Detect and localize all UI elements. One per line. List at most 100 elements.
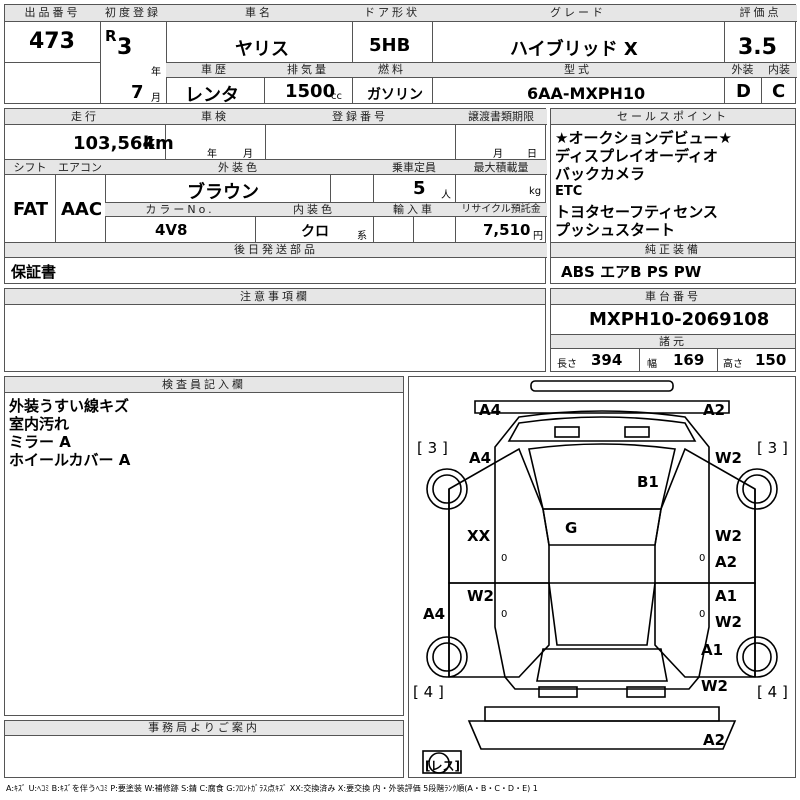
history-label: 車歴 [166,63,264,78]
damage-mark: W2 [715,527,742,545]
damage-mark: A1 [701,641,724,659]
inspector-section: 検査員記入欄 外装うすい線キズ 室内汚れ ミラー A ホイールカバー A [4,376,404,716]
intcolor-unit: 系 [357,231,367,242]
later-parts: 保証書 [11,263,57,281]
recycle-fee: 7,510 [483,221,531,239]
office-label: 事務局よりご案内 [5,721,403,736]
car-name: ヤリス [235,39,289,60]
score: 3.5 [738,35,777,60]
damage-mark: W2 [715,613,742,631]
length: 394 [591,351,623,369]
door-type: 5HB [369,35,411,56]
ext-grade: D [736,81,751,102]
intcolor-label: 内装色 [255,203,373,217]
exterior-color: ブラウン [187,182,259,203]
damage-mark: A2 [703,401,726,419]
model-code: 6AA-MXPH10 [527,84,646,103]
height-label: 高さ [723,359,743,370]
chassis-section: 車台番号 MXPH10-2069108 諸元 長さ 394 幅 169 高さ 1… [550,288,796,372]
damage-mark: A2 [715,553,738,571]
spare-mark: [レス] [425,759,460,773]
capacity: 5 [413,178,426,199]
tire-mark-rr: [ 4 ] [757,683,788,701]
reg-month: 7 [131,82,144,103]
office-section: 事務局よりご案内 [4,720,404,778]
capacity-label: 乗車定員 [373,160,455,175]
vehicle-info-section: 走行 車検 登録番号 譲渡書類期限 103,564 km 年 月 月 日 シフト… [4,108,547,284]
transfer-label: 譲渡書類期限 [455,109,547,125]
mileage-unit: km [143,133,174,154]
shift-label: シフト [5,160,55,175]
header-section: 出品番号 473 初度登録 R 3 年 7 月 車名 ヤリス ドア形状 5HB … [4,4,797,106]
later-parts-label: 後日発送部品 [5,243,547,258]
history: レンタ [185,85,239,106]
sales-item: ★オークションデビュー★ [555,129,732,147]
interior-color: クロ [301,224,329,240]
reg-year: 3 [117,35,133,60]
reg-label: 初度登録 [100,5,166,22]
equip-label: 純正装備 [551,243,795,258]
tire-mark-fl: [ 3 ] [417,439,448,457]
inspect-year: 年 [207,149,217,160]
recycle-label: リサイクル預託金 [455,203,547,217]
import-label: 輸入車 [373,203,455,217]
damage-mark: W2 [467,587,494,605]
length-label: 長さ [557,359,577,370]
damage-mark: A2 [703,731,726,749]
sales-item: プッシュスタート [555,221,676,239]
color-label: 外装色 [105,160,373,175]
month-unit: 月 [151,93,161,104]
color-no: 4V8 [155,221,188,239]
int-label: 内装 [761,63,797,78]
tire-mark-rl: [ 4 ] [413,683,444,701]
door-zero: 0 [699,609,706,620]
car-name-label: 車名 [166,5,352,22]
sales-label: セールスポイント [551,109,795,125]
chassis-label: 車台番号 [551,289,795,305]
door-zero: 0 [501,609,508,620]
door-label: ドア形状 [352,5,432,22]
inspect-label: 車検 [165,109,265,125]
sales-item: トヨタセーフティセンス [555,203,718,221]
fuel-label: 燃料 [352,63,432,78]
damage-mark: XX [467,527,491,545]
damage-mark: A1 [715,587,738,605]
aircon: AAC [61,199,103,220]
height: 150 [755,351,787,369]
mileage: 103,564 [73,133,155,154]
ext-label: 外装 [724,63,761,78]
damage-mark: A4 [469,449,492,467]
mileage-label: 走行 [5,109,165,125]
recycle-unit: 円 [533,231,543,242]
era: R [105,27,117,45]
equipment: ABS エアB PS PW [561,263,702,281]
damage-mark: G [565,519,578,537]
inspector-note: 外装うすい線キズ [9,397,130,415]
lot-label: 出品番号 [5,5,100,22]
ac-label: エアコン [55,160,105,175]
transfer-month: 月 [493,149,503,160]
damage-mark: B1 [637,473,659,491]
notes-section: 注意事項欄 [4,288,546,372]
lot-number: 473 [29,29,75,54]
door-zero: 0 [699,553,706,564]
damage-mark: W2 [701,677,728,695]
damage-mark: A4 [479,401,502,419]
fuel: ガソリン [367,87,423,103]
door-zero: 0 [501,553,508,564]
notes-label: 注意事項欄 [5,289,545,305]
colorno-label: カラーNo. [105,203,255,217]
damage-mark: W2 [715,449,742,467]
shift: FAT [13,199,49,220]
inspector-label: 検査員記入欄 [5,377,403,393]
tire-mark-fr: [ 3 ] [757,439,788,457]
grade-label: グレード [432,5,724,22]
width: 169 [673,351,705,369]
regno-label: 登録番号 [265,109,455,125]
load-label: 最大積載量 [455,160,547,175]
load-unit: kg [529,186,542,197]
inspector-note: ミラー A [9,433,71,451]
inspector-note: 室内汚れ [9,415,70,433]
model-label: 型式 [432,63,724,78]
year-unit: 年 [151,67,161,78]
